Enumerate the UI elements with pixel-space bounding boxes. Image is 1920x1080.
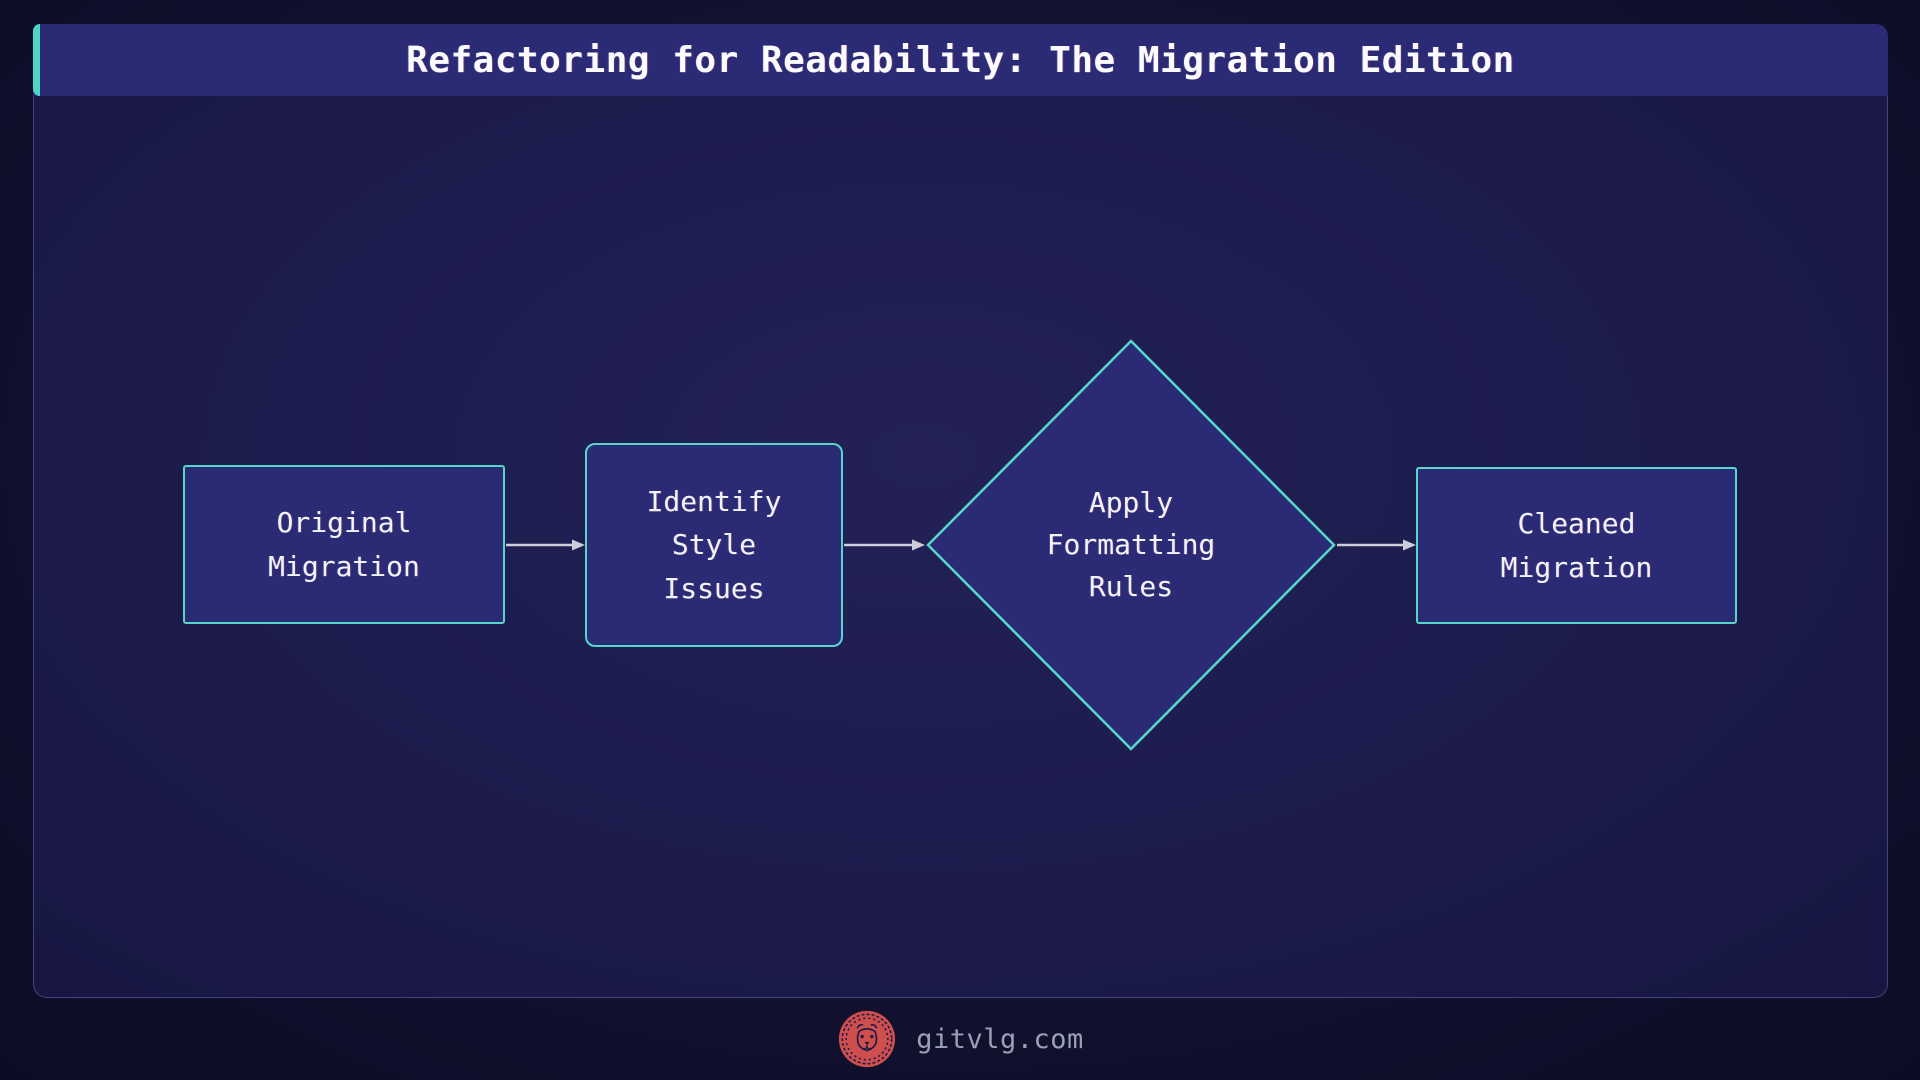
node-apply-formatting-rules: Apply Formatting Rules [925,338,1337,752]
flow-arrow-3 [1337,539,1416,551]
diamond-shape-icon [926,339,1336,751]
footer: gitvlg.com [0,1006,1920,1072]
node-label: Original Migration [268,506,420,583]
page-title: Refactoring for Readability: The Migrati… [406,39,1515,81]
flow-arrow-1 [506,539,585,551]
title-accent-bar [33,24,40,96]
footer-site-text: gitvlg.com [916,1023,1084,1055]
node-cleaned-migration: Cleaned Migration [1416,467,1737,624]
node-label: Identify Style Issues [646,484,782,605]
lion-logo-icon [839,1010,896,1068]
flow-arrow-2 [844,539,925,551]
node-identify-style-issues: Identify Style Issues [585,443,843,647]
node-label: Apply Formatting Rules [1046,486,1216,603]
node-label: Cleaned Migration [1500,507,1653,584]
node-original-migration: Original Migration [183,465,505,624]
title-bar: Refactoring for Readability: The Migrati… [33,24,1888,96]
